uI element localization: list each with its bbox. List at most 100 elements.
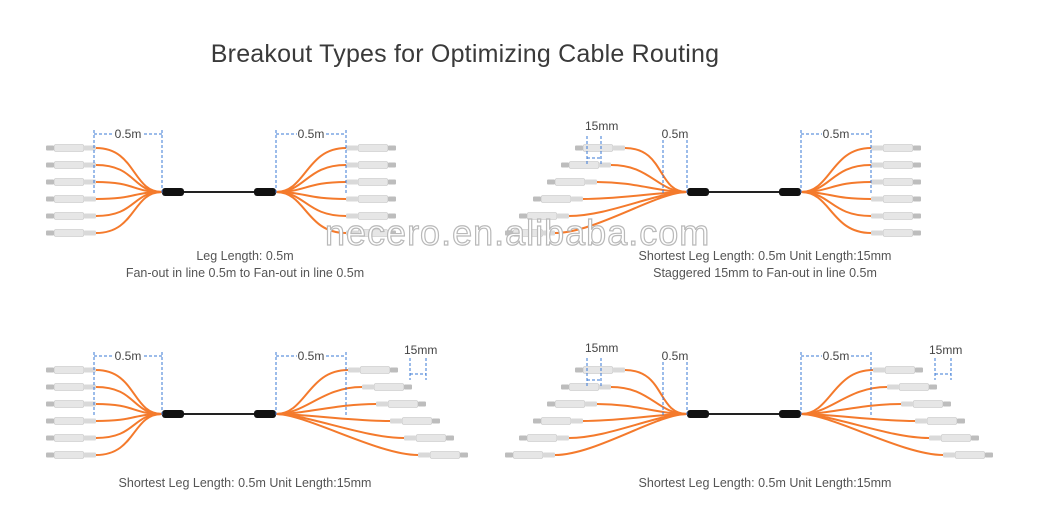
connector-boot: [404, 435, 416, 441]
connector-body: [554, 178, 586, 186]
connector-body: [954, 451, 986, 459]
lc-connector: [46, 212, 96, 220]
right-fiber-leg: [275, 191, 347, 234]
connector-body: [53, 383, 85, 391]
lc-connector: [362, 383, 412, 391]
connector-boot: [418, 452, 430, 458]
left-fanout-boot: [687, 188, 709, 196]
right-leg-dimension-label-bg: [822, 349, 850, 361]
left-fanout-boot: [162, 410, 184, 418]
connector-boot: [362, 384, 374, 390]
lc-connector: [547, 178, 597, 186]
lc-connector: [533, 417, 583, 425]
connector-body: [540, 417, 572, 425]
connector-body: [53, 366, 85, 374]
connector-ferrule: [418, 401, 426, 407]
connector-ferrule: [913, 196, 921, 202]
right-fiber-leg: [275, 164, 347, 193]
connector-ferrule: [561, 162, 569, 168]
page-title: Breakout Types for Optimizing Cable Rout…: [210, 40, 720, 68]
connector-ferrule: [388, 162, 396, 168]
left-leg-dimension-label: 0.5m: [115, 349, 142, 363]
connector-boot: [390, 418, 402, 424]
connector-body: [540, 195, 572, 203]
connector-body: [53, 178, 85, 186]
left-fiber-leg: [95, 181, 163, 193]
connector-ferrule: [547, 401, 555, 407]
left-fiber-leg: [95, 386, 163, 415]
connector-body: [512, 451, 544, 459]
lc-connector: [46, 434, 96, 442]
connector-body: [53, 451, 85, 459]
left-stagger-label: 15mm: [585, 119, 618, 133]
connector-ferrule: [561, 384, 569, 390]
connector-ferrule: [460, 452, 468, 458]
lc-connector: [390, 417, 440, 425]
connector-ferrule: [913, 145, 921, 151]
connector-boot: [84, 162, 96, 168]
connector-boot: [84, 145, 96, 151]
connector-ferrule: [505, 230, 513, 236]
right-leg-dimension-label: 0.5m: [823, 349, 850, 363]
caption-line-1: Leg Length: 0.5m: [196, 249, 294, 263]
connector-ferrule: [388, 196, 396, 202]
connector-boot: [346, 145, 358, 151]
connector-boot: [915, 418, 927, 424]
connector-ferrule: [46, 196, 54, 202]
connector-boot: [84, 435, 96, 441]
connector-body: [882, 144, 914, 152]
connector-boot: [84, 367, 96, 373]
connector-boot: [871, 162, 883, 168]
connector-body: [882, 212, 914, 220]
cable-drawing: 0.5m 0.5m 15mm: [46, 343, 468, 459]
lc-connector: [505, 229, 555, 237]
connector-body: [882, 195, 914, 203]
left-fiber-leg: [554, 413, 688, 456]
connector-boot: [943, 452, 955, 458]
connector-body: [53, 417, 85, 425]
connector-body: [554, 400, 586, 408]
connector-ferrule: [46, 435, 54, 441]
connector-boot: [887, 384, 899, 390]
right-fanout-boot: [254, 188, 276, 196]
connector-ferrule: [46, 213, 54, 219]
caption-line-1: Shortest Leg Length: 0.5m Unit Length:15…: [638, 249, 892, 263]
lc-connector: [505, 451, 555, 459]
watermark-text: necero.en.alibaba.com: [324, 211, 711, 253]
connector-ferrule: [446, 435, 454, 441]
right-leg-dimension-label-bg: [297, 349, 325, 361]
connector-ferrule: [519, 213, 527, 219]
lc-connector: [346, 178, 396, 186]
connector-ferrule: [505, 452, 513, 458]
connector-body: [53, 195, 85, 203]
connector-ferrule: [913, 213, 921, 219]
connector-boot: [871, 230, 883, 236]
connector-boot: [613, 145, 625, 151]
left-fiber-leg: [95, 191, 163, 234]
lc-connector: [46, 451, 96, 459]
connector-boot: [901, 401, 913, 407]
lc-connector: [871, 144, 921, 152]
connector-boot: [346, 213, 358, 219]
right-fiber-leg: [800, 191, 872, 234]
lc-connector: [533, 195, 583, 203]
connector-body: [357, 144, 389, 152]
right-fanout-boot: [254, 410, 276, 418]
right-stagger-label: 15mm: [404, 343, 437, 357]
connector-boot: [873, 367, 885, 373]
left-fanout-boot: [687, 410, 709, 418]
lc-connector: [346, 195, 396, 203]
lc-connector: [561, 161, 611, 169]
right-fiber-leg: [275, 413, 419, 456]
connector-ferrule: [46, 145, 54, 151]
lc-connector: [929, 434, 979, 442]
connector-body: [53, 434, 85, 442]
lc-connector: [346, 144, 396, 152]
connector-ferrule: [519, 435, 527, 441]
connector-ferrule: [913, 230, 921, 236]
right-leg-dimension-label: 0.5m: [298, 349, 325, 363]
lc-connector: [46, 229, 96, 237]
